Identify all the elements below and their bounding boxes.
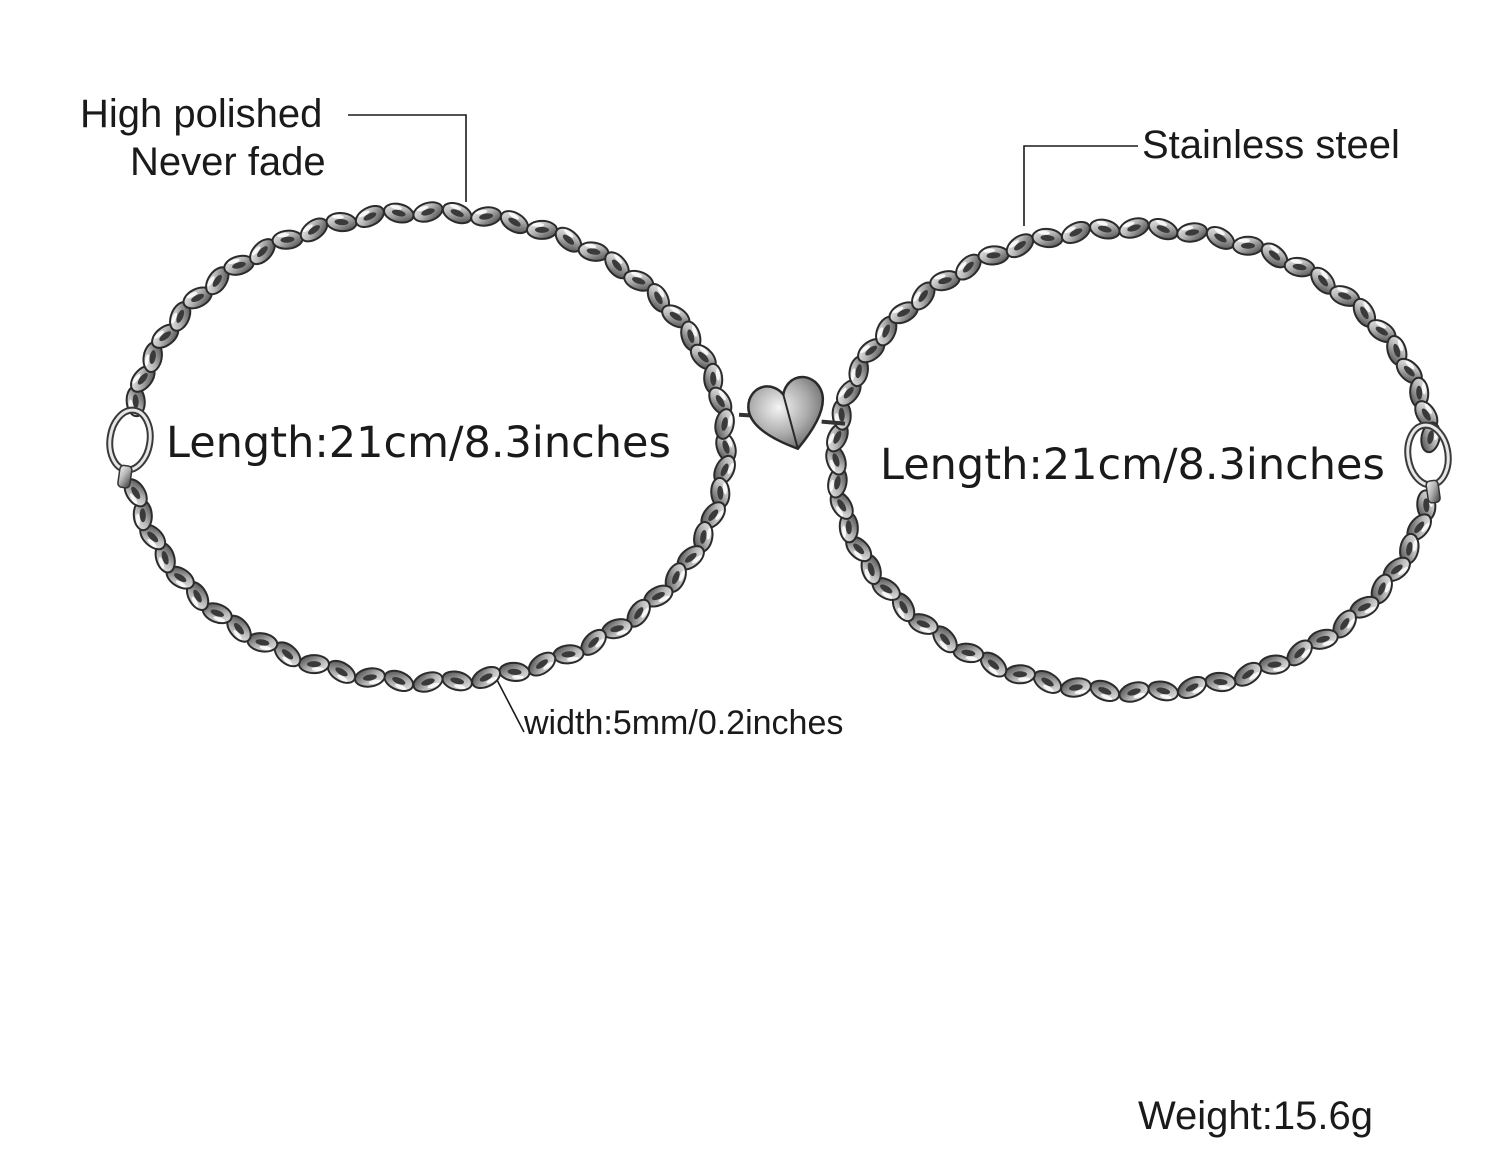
chain-link: [952, 642, 985, 664]
finish-label-line1: High polished: [80, 92, 323, 136]
chain-link: [714, 408, 735, 440]
chain-link: [354, 204, 385, 229]
width-callout-line: [495, 677, 525, 733]
chain-link: [979, 651, 1008, 678]
chain-link: [354, 667, 386, 688]
callout-lines: [348, 114, 1138, 733]
chain-link: [470, 206, 502, 227]
chain-link: [1233, 661, 1263, 687]
chain-link: [527, 651, 557, 677]
lobster-clasp-right: [1404, 421, 1452, 504]
chain-link: [383, 669, 415, 692]
chain-link: [1147, 680, 1179, 702]
chain-link: [249, 238, 276, 266]
lobster-clasp-left: [106, 406, 154, 489]
chain-link: [151, 323, 180, 349]
chain-link: [1349, 595, 1380, 619]
chain-link: [226, 614, 252, 643]
chain-link: [325, 212, 358, 233]
chain-link: [441, 202, 473, 225]
chain-link: [412, 201, 444, 223]
material-label: Stainless steel: [1142, 123, 1400, 167]
chain-link: [471, 665, 502, 690]
chain-link: [1147, 218, 1179, 241]
chain-link: [1332, 609, 1357, 639]
material-callout-line: [1023, 145, 1138, 226]
width-label: width:5mm/0.2inches: [524, 704, 844, 742]
chain-link: [1204, 671, 1237, 693]
chain-link: [1176, 222, 1208, 243]
chain-link: [664, 562, 687, 593]
chain-link: [1089, 218, 1121, 240]
chain-link: [907, 613, 939, 635]
chain-link: [1382, 556, 1411, 582]
chain-link: [1118, 217, 1150, 239]
chain-link: [888, 301, 919, 325]
chain-link: [836, 378, 862, 407]
chain-link: [825, 444, 847, 476]
length-label-left: Length:21cm/8.3inches: [166, 418, 671, 468]
chain-link: [526, 219, 558, 240]
chain-link: [1409, 376, 1430, 409]
chain-link: [223, 254, 255, 276]
chain-link: [182, 286, 213, 310]
chain-link: [891, 592, 916, 623]
chain-link: [689, 343, 717, 371]
chain-link: [1395, 357, 1423, 385]
chain-link: [1031, 227, 1064, 249]
chain-link: [1386, 334, 1408, 367]
chain-link: [412, 671, 444, 693]
finish-callout-line: [348, 114, 467, 202]
chain-link: [139, 523, 167, 551]
chain-link: [1118, 681, 1150, 703]
chain-link: [1232, 235, 1264, 256]
chain-link: [271, 229, 304, 250]
chain-link: [827, 466, 848, 499]
chain-link: [1060, 220, 1091, 245]
chain-link: [1399, 532, 1420, 565]
chain-link: [1089, 679, 1121, 702]
chain-link: [1258, 654, 1291, 675]
weight-label: Weight:15.6g: [1138, 1094, 1373, 1138]
chain-link: [298, 654, 330, 675]
chain-link: [911, 281, 936, 311]
chain-link: [1307, 628, 1339, 650]
chain-link: [132, 499, 153, 532]
chain-link: [441, 670, 473, 692]
chain-link: [710, 476, 731, 509]
chain-link: [499, 210, 530, 235]
chain-link: [932, 625, 958, 654]
length-label-right: Length:21cm/8.3inches: [880, 440, 1385, 490]
chain-link: [498, 661, 531, 682]
chain-link: [1004, 664, 1036, 685]
chain-link: [708, 386, 733, 416]
chain-link: [646, 283, 671, 313]
chain-link: [703, 362, 724, 395]
chain-link: [626, 598, 651, 628]
chain-link: [838, 511, 859, 544]
chain-link: [273, 641, 302, 668]
chain-link: [1060, 677, 1092, 698]
chain-link: [871, 576, 901, 601]
chain-link: [1177, 675, 1208, 700]
chain-link: [552, 644, 585, 665]
chain-link: [875, 315, 898, 347]
chain-link: [383, 202, 415, 224]
finish-label-line2: Never fade: [130, 140, 326, 184]
chain-link: [154, 542, 176, 574]
heart-charm-icon: [738, 375, 846, 451]
chain-link: [693, 521, 714, 553]
chain-link: [977, 245, 1010, 266]
chain-link: [580, 628, 607, 656]
chain-link: [1367, 319, 1397, 344]
